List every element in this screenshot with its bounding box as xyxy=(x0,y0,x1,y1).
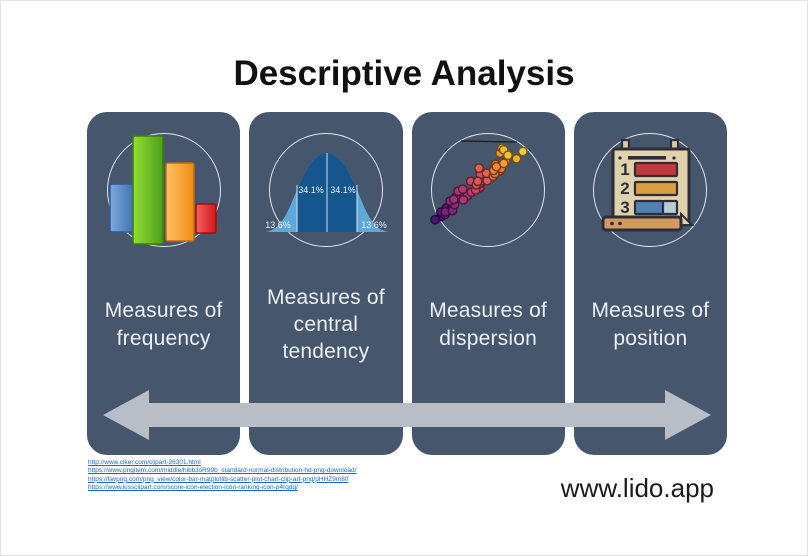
scatter-dot xyxy=(449,194,459,205)
rank-2: 2 xyxy=(621,179,630,198)
scatter-dot xyxy=(511,153,522,164)
card-label-central-tendency: Measures of central tendency xyxy=(266,285,385,364)
bell-label-left-inner: 34.1% xyxy=(298,185,324,195)
page-title: Descriptive Analysis xyxy=(233,54,575,93)
icon-circle: 1 2 3 xyxy=(593,133,708,247)
scatter-dot xyxy=(458,195,469,205)
scatter-dot xyxy=(430,214,441,225)
source-links: http://www.clker.com/clipart-26301.html … xyxy=(88,459,388,493)
scatter-dots xyxy=(430,143,528,225)
icon-circle: 34.1% 34.1% 13.6% 13.6% xyxy=(264,133,389,247)
icon-circle xyxy=(106,133,221,247)
scatter-dot xyxy=(503,150,514,161)
card-label-dispersion: Measures of dispersion xyxy=(429,299,547,350)
card-label-frequency: Measures of frequency xyxy=(104,299,223,350)
card-measures-of-frequency: Measures of frequency xyxy=(87,112,241,455)
bell-label-left-outer: 13.6% xyxy=(265,220,291,230)
card-measures-of-central-tendency: 34.1% 34.1% 13.6% 13.6% Measures of cent… xyxy=(249,112,403,455)
card-measures-of-dispersion: Measures of dispersion xyxy=(411,112,565,455)
bell-label-right-outer: 13.6% xyxy=(361,220,387,230)
scatter-dot xyxy=(518,146,528,157)
scatter-dot xyxy=(499,158,509,169)
scatter-dot xyxy=(458,184,468,194)
card-measures-of-position: 1 2 3 Measures of position xyxy=(573,112,727,455)
card-label-position: Measures of position xyxy=(591,299,710,350)
source-link-4[interactable]: https://www.kissclipart.com/score-icon-e… xyxy=(88,484,298,492)
source-link-3[interactable]: https://favpng.com/png_view/color-bar-ma… xyxy=(88,475,349,483)
source-link-2[interactable]: https://www.pngitem.com/middle/hibbJoR99… xyxy=(88,467,357,475)
ranking-icon: 1 2 3 xyxy=(601,138,695,232)
cards-row: Measures of frequency 34.1% 34.1% 13.6% … xyxy=(87,112,727,455)
timeline-arrow xyxy=(103,390,711,440)
rank-3: 3 xyxy=(621,198,630,217)
icon-circle xyxy=(430,133,546,247)
bar-chart-icon xyxy=(108,135,217,245)
normal-distribution-icon: 34.1% 34.1% 13.6% 13.6% xyxy=(264,153,389,232)
scatter-dot xyxy=(474,163,485,173)
scatter-dot xyxy=(473,176,483,187)
brand-text: www.lido.app xyxy=(560,473,714,503)
scatter-plot-icon xyxy=(430,140,528,225)
source-link-1[interactable]: http://www.clker.com/clipart-26301.html xyxy=(88,459,201,466)
bell-label-right-inner: 34.1% xyxy=(330,185,356,195)
rank-1: 1 xyxy=(621,160,630,179)
